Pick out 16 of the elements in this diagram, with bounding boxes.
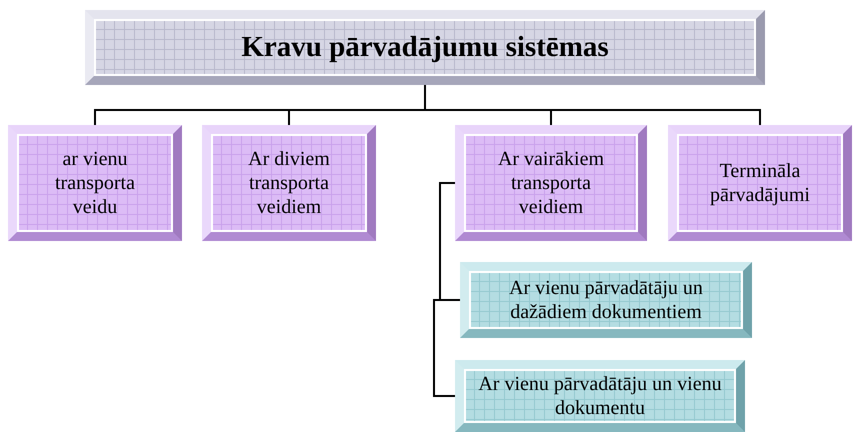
category-box bbox=[668, 125, 852, 241]
box-label: Termināla pārvadājumi bbox=[709, 159, 811, 207]
category-box bbox=[202, 125, 376, 241]
category-box bbox=[460, 262, 752, 338]
box-label: ar vienu transporta veidu bbox=[54, 147, 136, 219]
category-box bbox=[455, 125, 647, 241]
title-text: Kravu pārvadājumu sistēmas bbox=[240, 30, 610, 65]
box-label: Ar diviem transporta veidiem bbox=[247, 147, 331, 219]
box-label: Ar vienu pārvadātāju un vienu dokumentu bbox=[477, 372, 723, 420]
title-box bbox=[85, 10, 765, 85]
box-label: Ar vairākiem transporta veidiem bbox=[496, 147, 606, 219]
box-label: Ar vienu pārvadātāju un dažādiem dokumentiem bbox=[508, 276, 704, 324]
connector-line bbox=[433, 182, 455, 397]
category-box bbox=[455, 360, 745, 432]
category-box bbox=[8, 125, 182, 241]
connector-line bbox=[424, 85, 761, 125]
